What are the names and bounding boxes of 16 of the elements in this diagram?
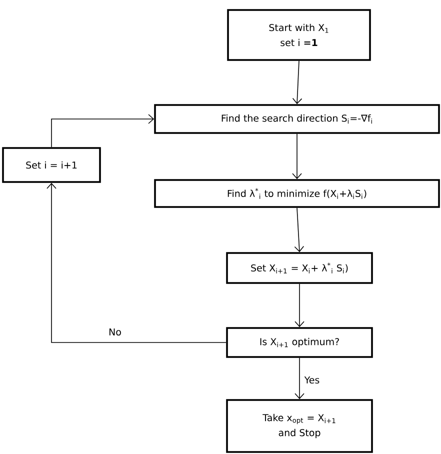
arrow: [292, 134, 302, 180]
process-box: Set i = i+1: [2, 147, 101, 183]
process-box: Find λ$^{*}$$_{i}$ to minimize f(X$_{i}$+λ$_{i}$S$_{i}$): [154, 179, 440, 208]
process-box: Set X$_{i+1}$ = X$_{i}$+ λ$^{*}$$_{i}$ S$_{i}$): [226, 252, 373, 284]
arrow: [294, 208, 304, 252]
process-box: Is X$_{i+1}$ optimum?: [226, 327, 373, 358]
arrow: [51, 114, 154, 148]
process-box: Start with X$_{1}$ set i =1: [227, 9, 371, 61]
edge-label: Yes: [303, 375, 321, 385]
arrow: [294, 358, 304, 400]
process-box: Find the search direction S$_{i}$=-∇f$_{i}$: [154, 104, 440, 134]
arrow: [294, 284, 304, 328]
arrow: [292, 60, 302, 104]
edge-label: No: [108, 327, 122, 337]
arrow: [46, 182, 226, 343]
process-box: Take x$_{opt}$ = X$_{i+1}$ and Stop: [226, 399, 373, 453]
